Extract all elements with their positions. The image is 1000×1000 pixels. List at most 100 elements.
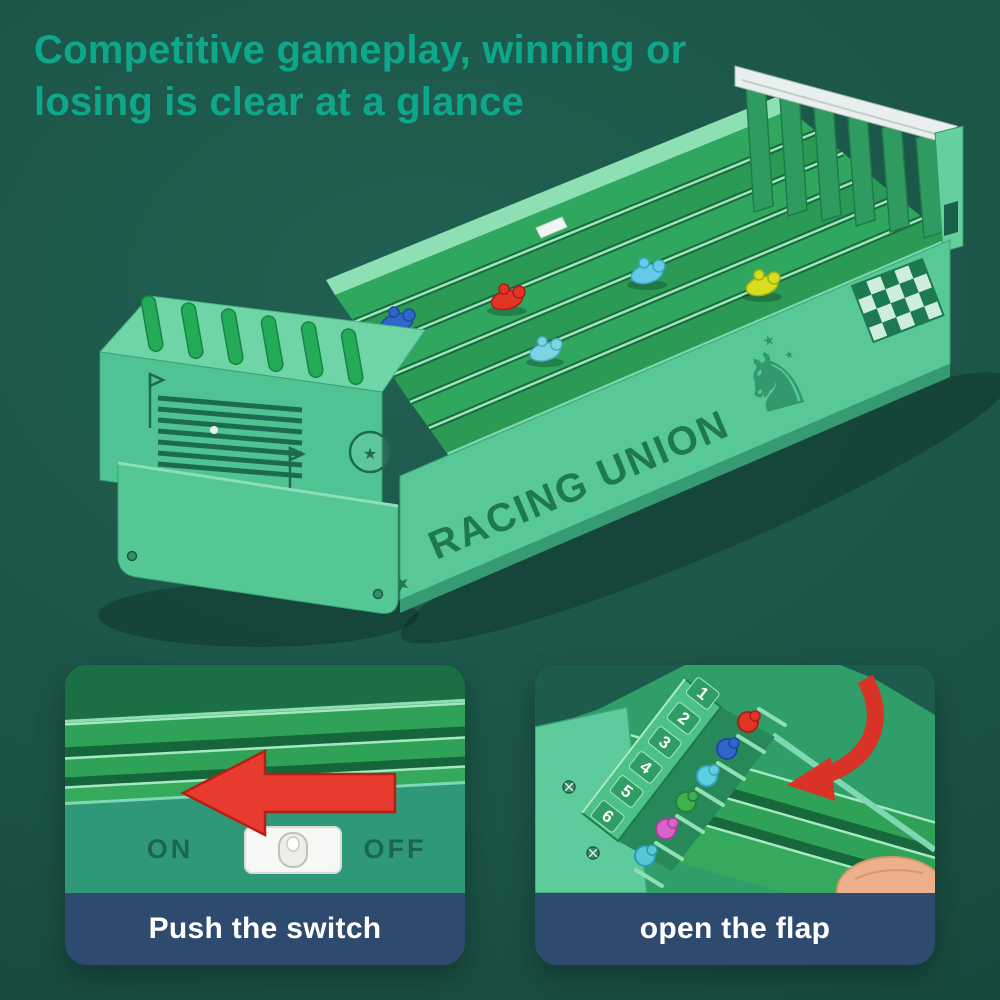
star-icon: ★ — [784, 349, 796, 362]
horse-token-head — [708, 764, 720, 776]
horse-token-blue — [716, 737, 740, 760]
lane-divider-highlight — [353, 130, 818, 324]
crest-badge: ★ — [348, 430, 392, 474]
start-lever — [140, 295, 164, 353]
inset-right-card: 1 2 3 4 5 6 open the flap — [535, 665, 935, 965]
finish-gate-comb — [734, 65, 964, 253]
caption-text: open the flap — [639, 912, 831, 945]
race-lane — [429, 218, 950, 455]
horse-token-red — [737, 710, 761, 733]
on-label: ON — [147, 834, 194, 864]
backdrop-corner — [840, 665, 935, 715]
vent-slat — [157, 417, 303, 435]
pedestal-body — [117, 461, 399, 614]
vent-grille — [157, 395, 303, 479]
slat-ridge — [65, 697, 465, 725]
race-lane — [354, 132, 843, 348]
slot-divider — [757, 707, 787, 727]
horse-rider — [388, 306, 400, 318]
slat — [65, 734, 465, 779]
open-flap-photo: 1 2 3 4 5 6 — [535, 665, 935, 893]
race-track-deck — [326, 95, 951, 458]
push-switch-photo: ON OFF — [65, 665, 465, 893]
pennant-line — [148, 372, 166, 388]
curved-arrow-icon — [787, 674, 884, 801]
tile — [666, 702, 701, 735]
race-lane — [410, 197, 923, 428]
slat-groove — [65, 754, 465, 788]
start-levers — [140, 295, 364, 386]
slot-divider — [634, 868, 664, 888]
flap-number-tiles: 1 2 3 4 5 6 — [590, 677, 720, 833]
horse-token-head — [728, 737, 740, 749]
pedestal-lip — [117, 461, 399, 508]
horse-rider — [536, 336, 548, 348]
caption-text: Push the switch — [148, 912, 382, 945]
slot-divider — [736, 734, 766, 754]
flag-pole-doodle-left — [148, 372, 166, 428]
slat-ridge — [65, 700, 465, 727]
horse-rider — [753, 269, 765, 281]
horse-head — [767, 271, 781, 285]
screw-icon — [562, 780, 576, 794]
flap-number-tile: 6 — [590, 800, 625, 833]
checkered-flag — [850, 257, 945, 344]
slot-divider — [716, 761, 746, 781]
horse-rider — [498, 283, 510, 295]
horse-head — [549, 337, 563, 351]
horse-tokens — [634, 710, 761, 867]
pennant-line — [288, 446, 306, 462]
screw-cross — [564, 782, 574, 792]
vent-slat — [157, 450, 303, 468]
horse-head — [512, 285, 526, 299]
slat-panel — [65, 665, 465, 721]
slat-ridge — [65, 734, 465, 761]
flap-edge-highlight — [581, 678, 686, 814]
slat-groove — [65, 724, 465, 759]
screw-cross — [588, 848, 598, 858]
horse-head — [402, 308, 416, 322]
tile — [628, 751, 663, 784]
vent-slat — [157, 395, 303, 413]
finish-end-pocket — [944, 201, 958, 236]
inset-left-card: ON OFF Push the switch — [65, 665, 465, 965]
off-label: OFF — [364, 834, 427, 864]
vent-slat — [157, 461, 303, 479]
lane-divider-highlight — [409, 195, 898, 404]
start-lever — [260, 315, 284, 373]
race-lane — [373, 153, 870, 375]
race-lane — [392, 175, 897, 402]
tile — [609, 775, 644, 808]
base-pedestal — [117, 461, 399, 614]
finger — [836, 856, 935, 893]
vent-slat — [157, 406, 303, 424]
horse-head — [652, 259, 666, 273]
slot-divider — [695, 787, 725, 807]
finish-top-bar-groove — [741, 79, 951, 139]
vent-slat — [157, 439, 303, 457]
slot-divider — [654, 841, 684, 861]
switch-knob — [286, 836, 300, 852]
start-lever — [340, 328, 364, 386]
shadow-main — [400, 372, 1000, 644]
start-lever — [300, 321, 324, 379]
flap-number-tile: 1 — [685, 677, 720, 710]
horse-figure-cyan — [627, 257, 667, 290]
tile — [685, 677, 720, 710]
slot-dividers — [634, 707, 787, 888]
horse-token-head — [749, 710, 761, 722]
horse-figure-yellow — [742, 269, 782, 302]
horse-token-green — [675, 790, 699, 813]
left-arrow-icon — [180, 748, 397, 838]
product-photo: ★ ★ RACING UNION ★ ★ ♞ — [99, 65, 1000, 644]
screw-icon — [372, 588, 384, 600]
side-face-edge — [400, 364, 950, 613]
flap-number-tile: 4 — [628, 751, 663, 784]
tile — [590, 800, 625, 833]
start-lever — [220, 308, 244, 366]
screw-icon — [586, 846, 600, 860]
star-icon: ★ — [761, 331, 777, 350]
deck-rail — [771, 732, 935, 853]
horse-figure-red — [487, 283, 527, 316]
